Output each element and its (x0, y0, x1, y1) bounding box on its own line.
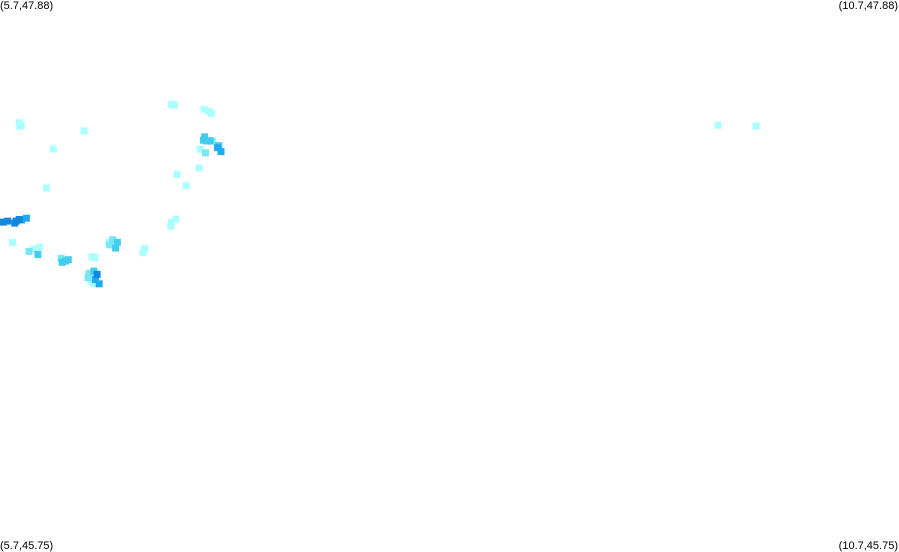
corner-label-bottom-right: (10.7,45.75) (838, 540, 898, 552)
data-cell (25, 247, 33, 255)
data-cell (182, 182, 190, 190)
data-cell (58, 258, 66, 266)
corner-label-top-right: (10.7,47.88) (838, 0, 898, 12)
data-cell (113, 238, 121, 246)
data-cell (206, 137, 214, 145)
data-cells-layer (0, 100, 760, 288)
data-cell (752, 122, 760, 130)
data-cell (84, 274, 92, 282)
data-cell (91, 254, 99, 262)
data-cell (92, 276, 99, 284)
corner-label-bottom-left: (5.7,45.75) (0, 540, 54, 552)
data-cell (42, 184, 50, 192)
data-cell (35, 243, 43, 251)
data-cell (34, 251, 42, 258)
data-cell (170, 101, 178, 109)
data-cell (64, 256, 72, 264)
data-cell (109, 236, 117, 244)
data-cell (89, 280, 97, 288)
data-cell (173, 170, 181, 178)
data-cell (112, 244, 120, 252)
data-cell (8, 238, 16, 246)
data-cell (201, 133, 209, 141)
corner-label-top-left: (5.7,47.88) (0, 0, 54, 12)
data-cell (172, 215, 180, 223)
data-cell (80, 127, 88, 135)
data-cell (167, 222, 175, 230)
data-cell (0, 218, 7, 226)
data-cell (22, 214, 30, 222)
data-cell (217, 148, 225, 156)
data-cell (57, 254, 65, 262)
data-cell (29, 245, 37, 253)
data-cell (195, 164, 203, 172)
data-cell (49, 145, 57, 153)
data-cell (4, 217, 12, 225)
data-cell (106, 241, 114, 249)
data-cell (141, 244, 149, 252)
data-cell (214, 144, 222, 152)
data-cell (93, 270, 101, 278)
data-cell (205, 107, 213, 115)
data-cell (11, 219, 19, 227)
data-cell (139, 249, 147, 257)
data-cell (196, 145, 204, 153)
data-cell (16, 123, 24, 130)
data-cell (168, 218, 175, 226)
data-cell (202, 149, 209, 157)
data-cell (95, 280, 103, 288)
data-cell (714, 121, 722, 129)
data-cell (85, 269, 93, 277)
data-cell (200, 105, 208, 113)
